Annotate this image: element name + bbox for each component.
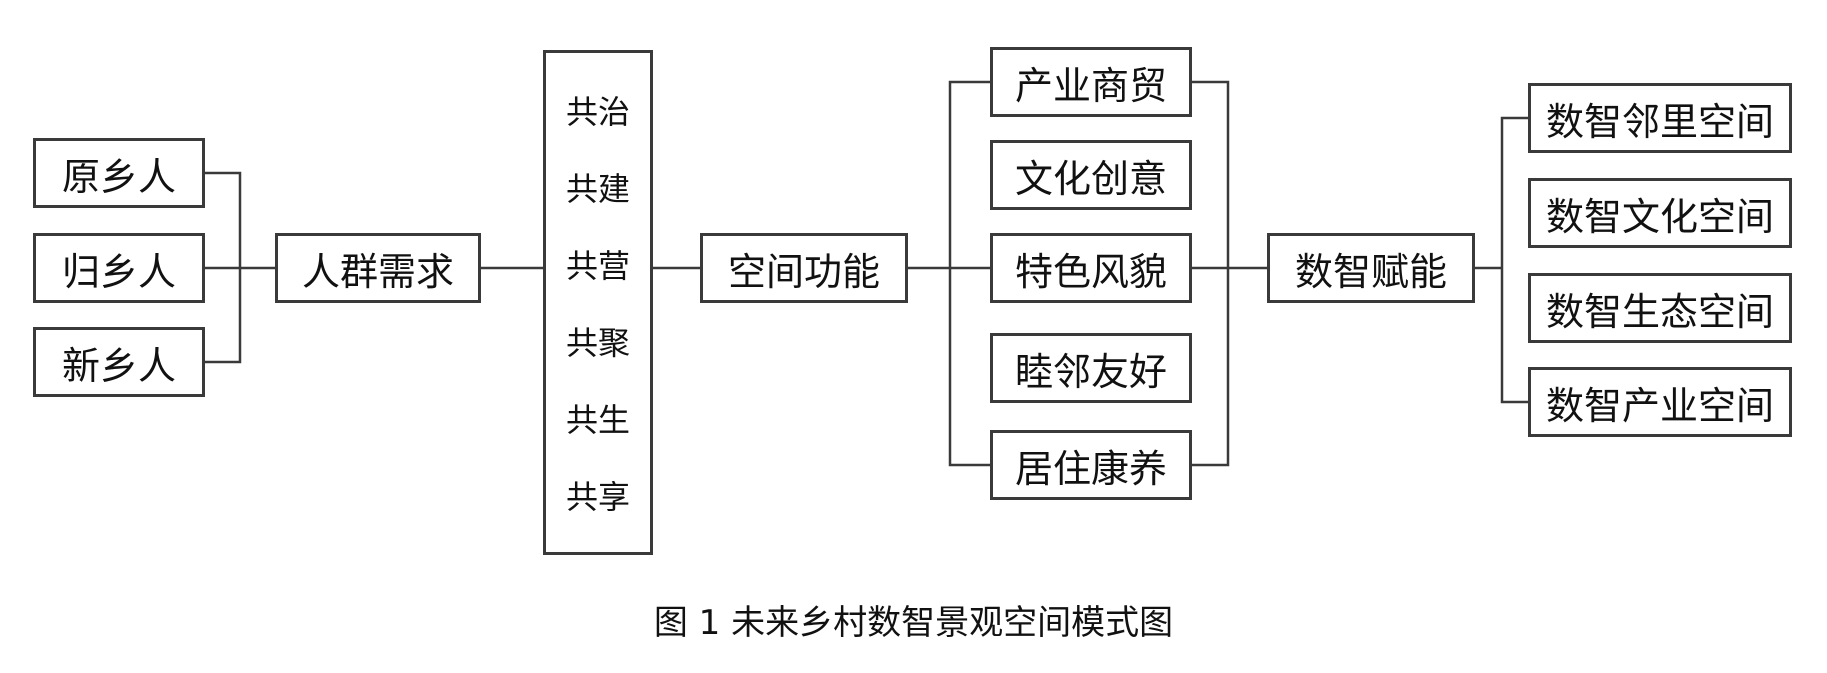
node-function-living-care: 居住康养	[990, 430, 1192, 500]
node-label: 空间功能	[727, 249, 880, 294]
connector-spaces-bracket	[1500, 116, 1528, 404]
node-label: 新乡人	[61, 343, 176, 388]
node-yuan-xiang-ren: 原乡人	[33, 138, 205, 208]
node-label: 数智生态空间	[1545, 289, 1774, 334]
node-label: 睦邻友好	[1014, 349, 1167, 394]
node-xin-xiang-ren: 新乡人	[33, 327, 205, 397]
node-function-industry-trade: 产业商贸	[990, 47, 1192, 117]
node-label: 产业商贸	[1014, 63, 1167, 108]
node-digital-industry: 数智产业空间	[1528, 367, 1792, 437]
principle-label: 共营	[565, 246, 630, 285]
node-label: 数智赋能	[1294, 249, 1447, 294]
connector-functions-left-bracket	[948, 80, 990, 467]
node-digital-culture: 数智文化空间	[1528, 178, 1792, 248]
node-function-style: 特色风貌	[990, 233, 1192, 303]
connector-functions-right-bracket	[1192, 80, 1230, 467]
figure-caption: 图 1 未来乡村数智景观空间模式图	[653, 603, 1174, 643]
node-function-culture-creative: 文化创意	[990, 140, 1192, 210]
node-label: 居住康养	[1014, 446, 1167, 491]
node-gui-xiang-ren: 归乡人	[33, 233, 205, 303]
node-label: 原乡人	[61, 154, 176, 199]
principle-label: 共生	[565, 401, 630, 440]
node-label: 文化创意	[1014, 156, 1167, 201]
principle-label: 共享	[565, 478, 630, 517]
principle-label: 共治	[565, 92, 630, 131]
node-principles: 共治 共建 共营 共聚 共生 共享	[543, 50, 653, 555]
node-demand: 人群需求	[275, 233, 481, 303]
node-label: 数智邻里空间	[1545, 99, 1774, 144]
node-digital-neighborhood: 数智邻里空间	[1528, 83, 1792, 153]
node-label: 数智产业空间	[1545, 383, 1774, 428]
principle-label: 共聚	[565, 324, 630, 363]
node-label: 归乡人	[61, 249, 176, 294]
node-label: 数智文化空间	[1545, 194, 1774, 239]
node-space-function: 空间功能	[700, 233, 908, 303]
node-label: 人群需求	[301, 249, 454, 294]
node-empower: 数智赋能	[1267, 233, 1475, 303]
node-label: 特色风貌	[1014, 249, 1167, 294]
node-digital-ecology: 数智生态空间	[1528, 273, 1792, 343]
node-function-neighborly: 睦邻友好	[990, 333, 1192, 403]
principle-label: 共建	[565, 169, 630, 208]
